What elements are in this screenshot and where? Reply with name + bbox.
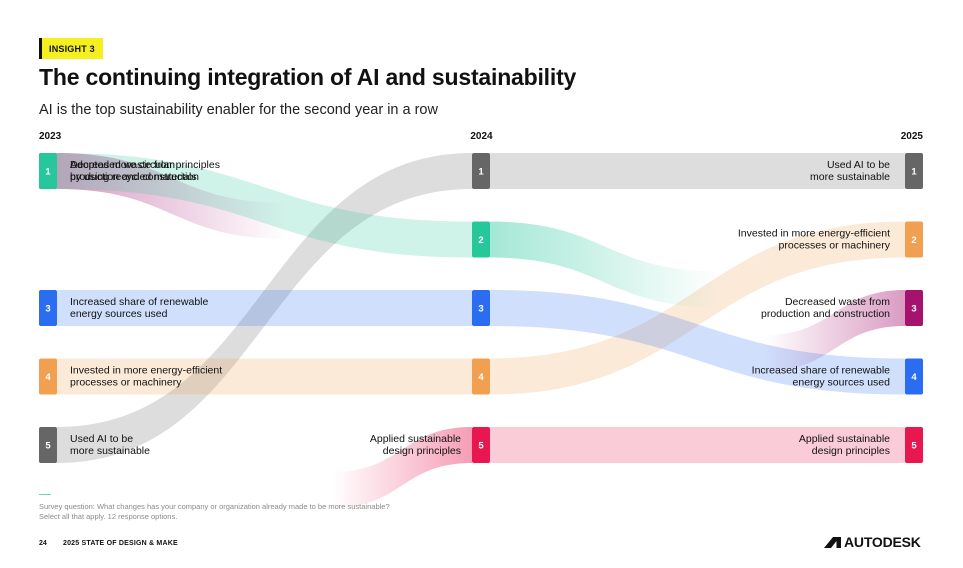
series-5-badge-2025: [905, 427, 923, 463]
series-3-rank-2024: 3: [478, 304, 483, 315]
autodesk-logo-icon: [824, 536, 841, 548]
series-4-ribbon-0: [57, 153, 472, 258]
series-0-rank-2024: 1: [478, 167, 484, 178]
series-5-fade-in-0: [332, 427, 472, 508]
series-5-badge-2024: [472, 427, 490, 463]
chart-rank-badges: 511442133341255: [39, 153, 923, 463]
column-header-2024: 2024: [470, 131, 493, 142]
survey-question-line-1: Survey question: What changes has your c…: [39, 502, 390, 511]
series-5-segment-1: [490, 427, 905, 463]
series-2-badge-2025: [905, 290, 923, 326]
series-5-rank-2025: 5: [911, 441, 917, 452]
series-4-rank-2023: 1: [45, 167, 51, 178]
chart-bars: [57, 153, 905, 463]
series-4-badge-2024: [472, 221, 490, 258]
series-0-badge-2024: [472, 153, 490, 189]
page-subtitle: AI is the top sustainability enabler for…: [39, 102, 438, 118]
chart-ribbons: [57, 153, 905, 508]
series-3-ribbon-1: [490, 290, 905, 395]
series-1-badge-2025: [905, 221, 923, 258]
series-1-rank-2024: 4: [478, 372, 484, 383]
insight-tag-bar: [39, 38, 42, 59]
series-4-rank-2024: 2: [478, 235, 483, 246]
series-0-rank-2025: 1: [911, 167, 917, 178]
series-3-rank-2025: 4: [911, 372, 917, 383]
series-1-segment-0: [57, 358, 472, 395]
column-header-2023: 2023: [39, 131, 62, 142]
series-3-badge-2025: [905, 358, 923, 395]
series-1-rank-2023: 4: [45, 372, 51, 383]
series-3-rank-2023: 3: [45, 304, 50, 315]
survey-question: Survey question: What changes has your c…: [39, 502, 459, 522]
survey-question-line-2: Select all that apply. 12 response optio…: [39, 512, 178, 521]
series-1-badge-2023: [39, 358, 57, 395]
series-4-fade-out-1: [490, 221, 720, 308]
insight-tag: INSIGHT 3: [39, 38, 103, 59]
column-header-2025: 2025: [901, 131, 924, 142]
autodesk-logo-text: AUTODESK: [844, 534, 921, 550]
series-2-fade-out-0: [57, 153, 287, 239]
series-0-segment-1: [490, 153, 905, 189]
insight-tag-label: INSIGHT 3: [42, 38, 103, 59]
autodesk-logo: AUTODESK: [824, 534, 921, 550]
series-2-rank-2025: 3: [911, 304, 916, 315]
series-3-badge-2024: [472, 290, 490, 326]
series-2-fade-in-1: [765, 290, 905, 371]
series-5-rank-2024: 5: [478, 441, 484, 452]
series-0-badge-2025: [905, 153, 923, 189]
series-4-badge-2023: [39, 153, 57, 189]
series-1-ribbon-1: [490, 221, 905, 395]
series-0-ribbon-0: [57, 153, 472, 463]
footer-divider: [39, 494, 51, 495]
series-0-badge-2023: [39, 427, 57, 463]
series-1-badge-2024: [472, 358, 490, 395]
series-3-badge-2023: [39, 290, 57, 326]
page-title: The continuing integration of AI and sus…: [39, 64, 577, 90]
page-number: 24: [39, 540, 47, 547]
report-name: 2025 STATE OF DESIGN & MAKE: [63, 540, 178, 547]
series-0-rank-2023: 5: [45, 441, 51, 452]
series-1-rank-2025: 2: [911, 235, 916, 246]
series-3-segment-0: [57, 290, 472, 326]
